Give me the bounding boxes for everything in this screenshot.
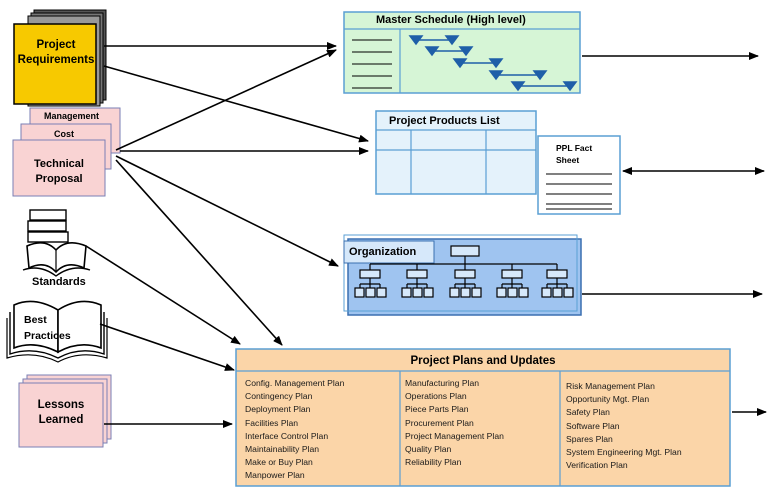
lessons-learned-label: Lessons Learned	[37, 399, 85, 426]
plans-column-2: Manufacturing Plan Operations Plan Piece…	[405, 377, 504, 469]
plan-item: Piece Parts Plan	[405, 404, 469, 415]
open-book-icon	[6, 300, 108, 363]
org-unit-1	[354, 264, 387, 298]
ppl-fact-sheet-title: PPL Fact Sheet	[556, 143, 593, 165]
technical-proposal-label: Technical Proposal	[34, 158, 84, 185]
plan-item: Operations Plan	[405, 391, 467, 402]
products-list-box	[375, 110, 537, 195]
plan-item: Risk Management Plan	[566, 381, 655, 391]
plan-item: Procurement Plan	[405, 417, 474, 428]
plan-item: Manpower Plan	[245, 470, 305, 481]
lessons-learned-docs	[18, 374, 112, 448]
plan-item: Contingency Plan	[245, 391, 313, 402]
org-unit-2	[401, 264, 434, 298]
org-unit-3	[449, 264, 482, 298]
plan-item: System Engineering Mgt. Plan	[566, 447, 682, 458]
project-requirements-doc	[13, 9, 107, 107]
plan-item: Opportunity Mgt. Plan	[566, 394, 650, 405]
output-arrows	[582, 52, 767, 416]
products-list-title: Project Products List	[389, 115, 500, 127]
standards-label: Standards	[32, 276, 86, 288]
plan-item: Spares Plan	[566, 433, 613, 444]
plan-item: Reliability Plan	[405, 457, 462, 468]
master-schedule-title: Master Schedule (High level)	[376, 14, 526, 26]
plan-item: Verification Plan	[566, 460, 628, 471]
best-practices-label: Best Practices	[24, 314, 71, 342]
plan-item: Project Management Plan	[405, 430, 504, 441]
org-unit-4	[496, 264, 529, 298]
project-plans-box	[235, 348, 731, 487]
master-schedule-box	[343, 11, 581, 94]
plan-item: Quality Plan	[405, 444, 452, 455]
plan-item: Maintainability Plan	[245, 444, 320, 455]
plan-item: Deployment Plan	[245, 404, 311, 415]
management-label: Management	[44, 111, 100, 121]
organization-title: Organization	[349, 246, 417, 258]
organization-box	[343, 234, 582, 316]
org-unit-5	[541, 264, 574, 298]
cost-label: Cost	[54, 129, 74, 139]
books-icon	[22, 209, 91, 277]
plan-item: Safety Plan	[566, 407, 610, 418]
plans-column-1: Config. Management Plan Contingency Plan…	[245, 377, 344, 483]
plans-column-3: Risk Management Plan Opportunity Mgt. Pl…	[566, 380, 682, 472]
plan-item: Interface Control Plan	[245, 430, 329, 441]
ppl-fact-sheet-box	[537, 135, 621, 215]
proposal-docs	[12, 107, 121, 197]
plans-title: Project Plans and Updates	[410, 355, 556, 367]
plan-item: Facilities Plan	[245, 417, 299, 428]
plan-item: Software Plan	[566, 420, 620, 431]
project-requirements-label: Project Requirements	[17, 39, 95, 66]
plan-item: Manufacturing Plan	[405, 378, 480, 388]
plan-item: Config. Management Plan	[245, 378, 345, 388]
input-arrows	[85, 42, 369, 428]
plan-item: Make or Buy Plan	[245, 457, 313, 468]
